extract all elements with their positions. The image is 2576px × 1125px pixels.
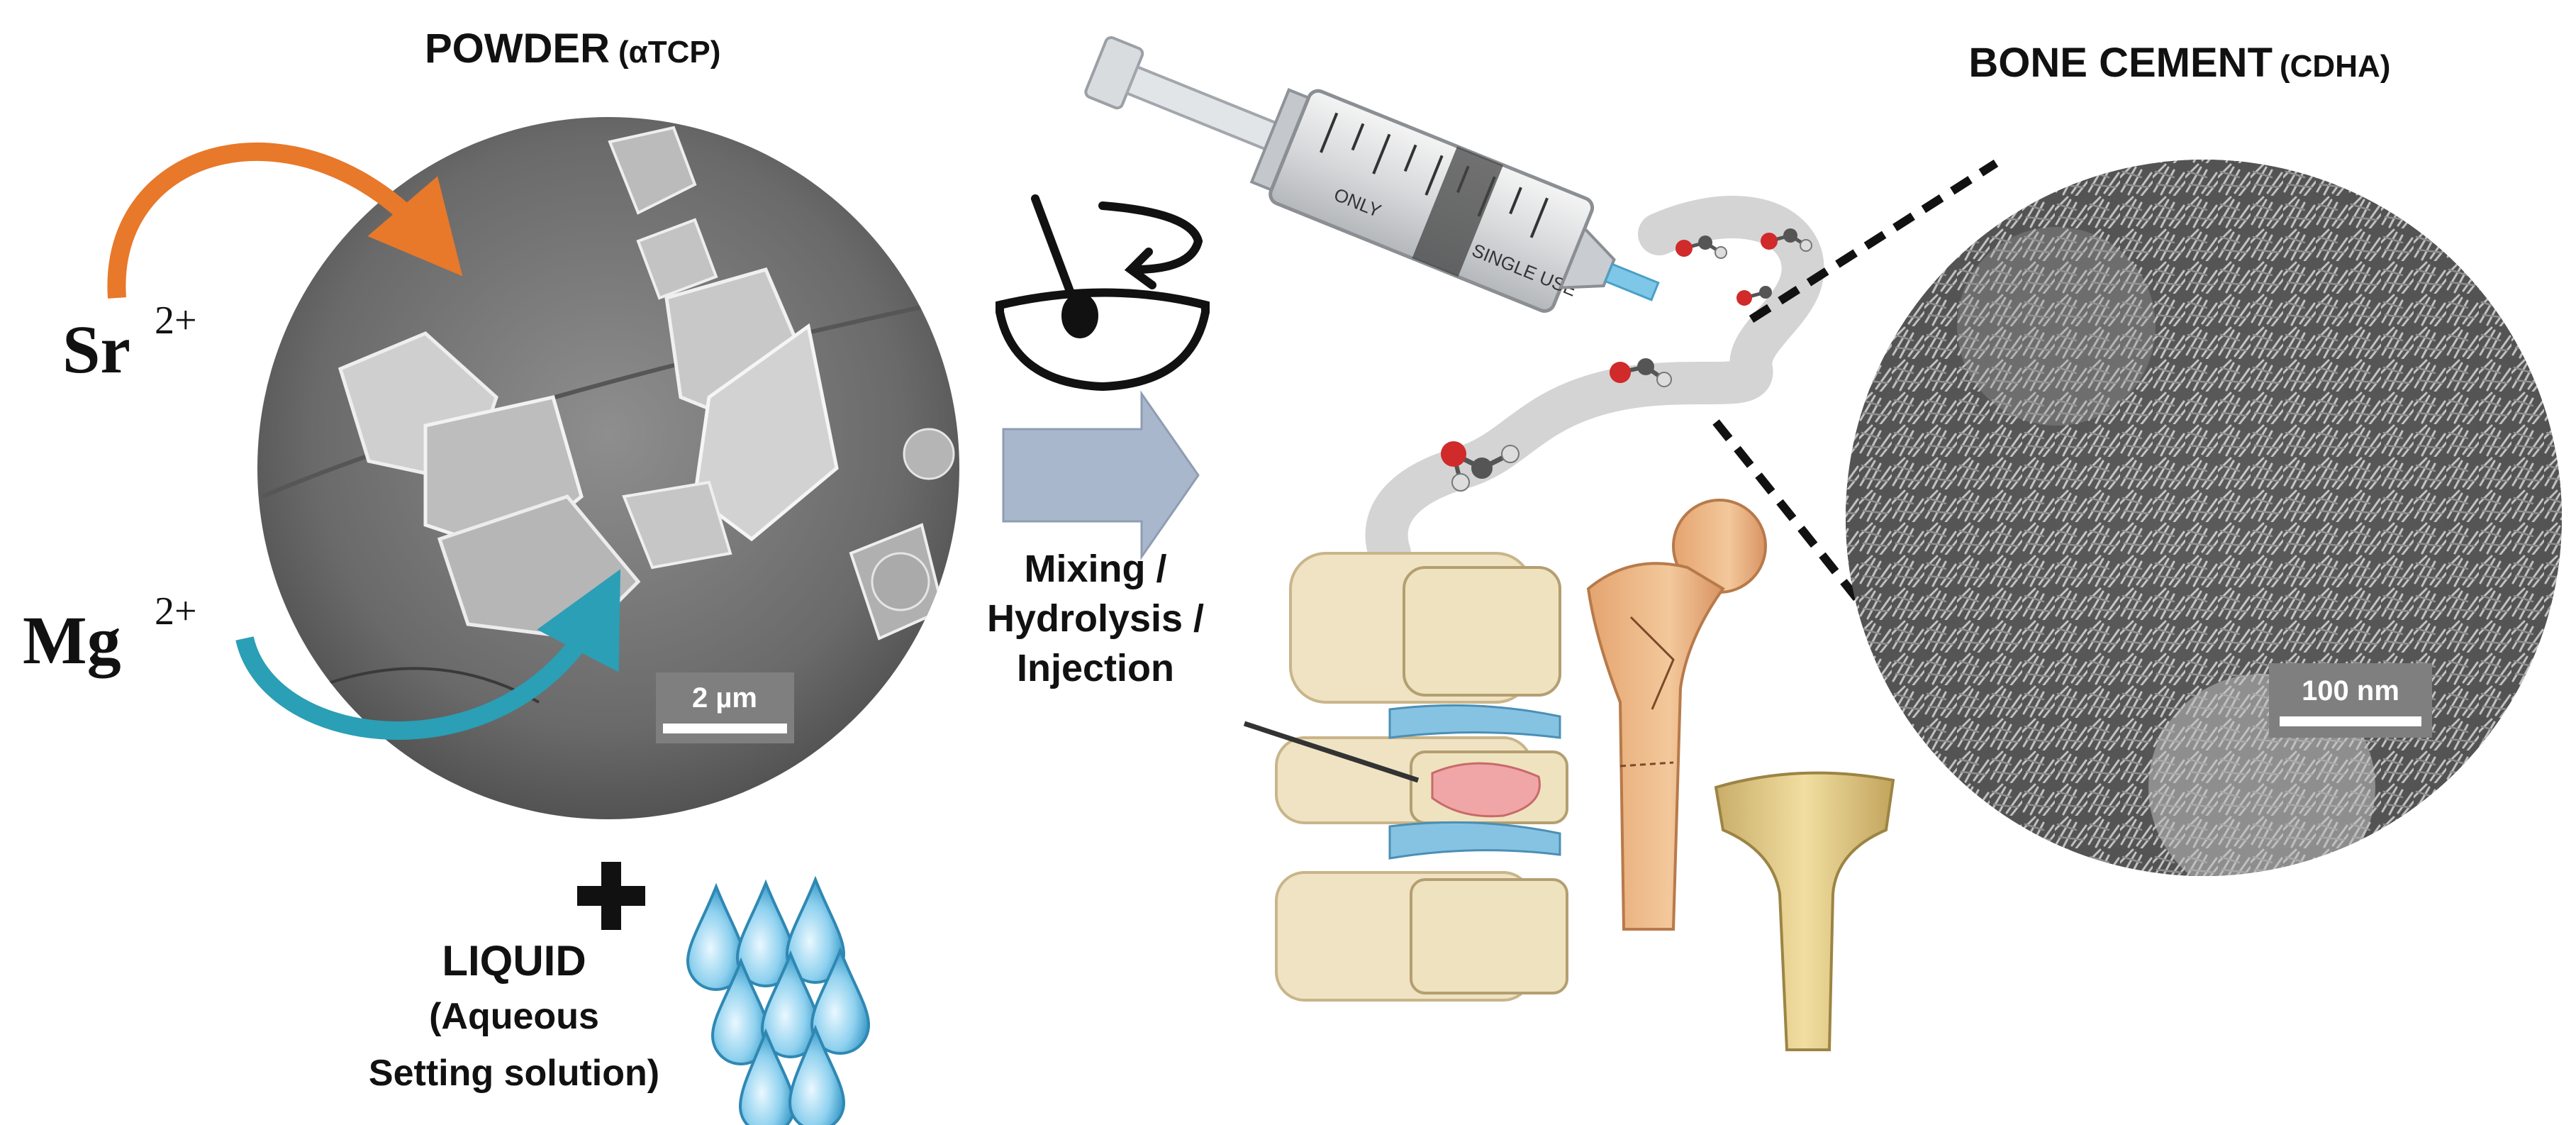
liquid-title: LIQUID [442, 937, 586, 985]
liquid-line2: Setting solution) [369, 1053, 659, 1094]
cement-scale-label: 100 nm [2302, 675, 2399, 706]
powder-subtitle: (αTCP) [618, 35, 720, 70]
zoom-line-top [1749, 159, 1999, 323]
vertebrae-illustration [1243, 552, 1568, 1002]
molecule-icons [1441, 228, 1812, 492]
process-line1: Mixing / [1025, 548, 1167, 590]
water-drops-icon [686, 875, 871, 1125]
sr-symbol: Sr [62, 311, 130, 387]
powder-sem-image [257, 117, 959, 819]
cement-subtitle: (CDHA) [2280, 49, 2390, 84]
sr-arrow [107, 142, 463, 299]
process-line2: Hydrolysis / [987, 597, 1204, 640]
powder-title: POWDER [425, 26, 610, 72]
cement-title: BONE CEMENT [1968, 40, 2273, 86]
mg-arrow [235, 569, 621, 740]
mg-symbol: Mg [23, 602, 121, 678]
mg-charge: 2+ [155, 589, 197, 633]
process-line3: Injection [1017, 647, 1174, 689]
tibia-illustration [1714, 771, 1895, 1051]
plus-sign [577, 862, 645, 930]
cement-sem-image [1846, 160, 2562, 876]
sr-charge: 2+ [155, 299, 197, 343]
process-arrow [1002, 390, 1200, 560]
liquid-line1: (Aqueous [429, 996, 599, 1037]
powder-scale-label: 2 µm [692, 682, 757, 714]
syringe-icon: ONLY SINGLE USE [1084, 35, 1660, 313]
femur-illustration [1586, 499, 1767, 931]
mixing-bowl-icon [996, 194, 1210, 392]
cement-scale-bar [2280, 716, 2421, 726]
powder-scale-bar [663, 724, 787, 733]
